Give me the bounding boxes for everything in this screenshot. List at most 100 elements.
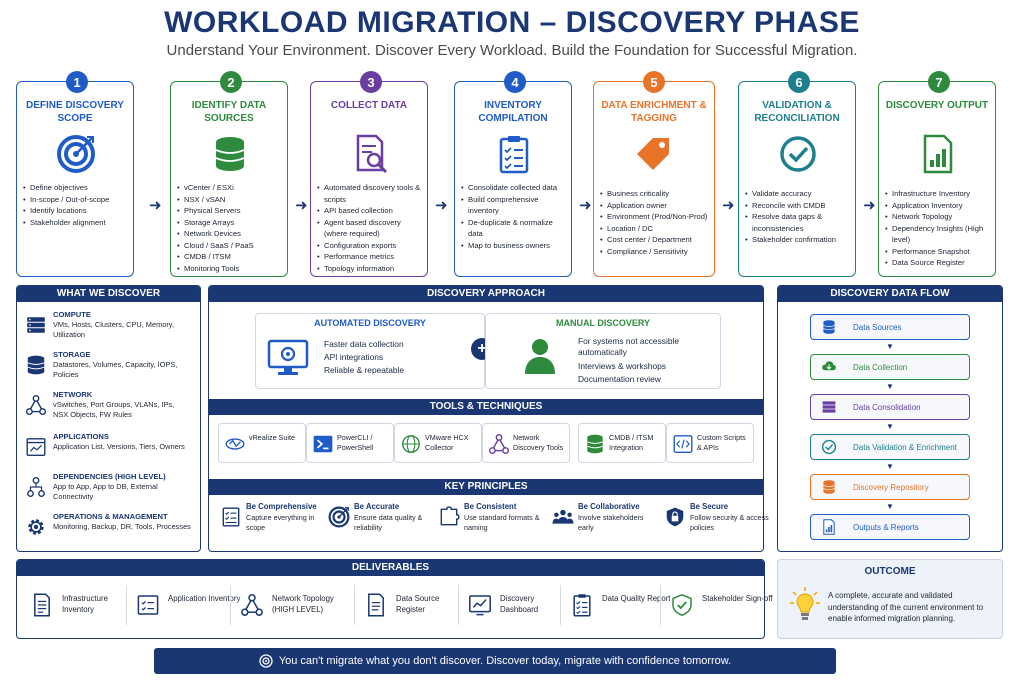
deliverable-item: Stakeholder Sign-off	[664, 585, 776, 629]
tool-label: CMDB / ITSM Integration	[609, 433, 654, 452]
principle-item: Be Secure Follow security & access polic…	[662, 498, 770, 546]
report-chart-icon	[821, 519, 837, 535]
principle-heading: Be Secure	[690, 502, 729, 511]
list-item: For systems not accessible automatically	[578, 336, 679, 357]
flow-step-label: Data Consolidation	[853, 402, 921, 412]
step-item: Agent based discovery (where required)	[317, 217, 425, 240]
step-item: Configuration exports	[317, 240, 425, 252]
flow-step-label: Discovery Repository	[853, 482, 929, 492]
database-icon	[584, 433, 606, 455]
automated-discovery-list: Faster data collection API integrations …	[324, 338, 404, 377]
step-items: Automated discovery tools & scriptsAPI b…	[317, 182, 425, 274]
hcx-icon	[400, 433, 422, 455]
discovery-data-flow-panel: DISCOVERY DATA FLOW Data Sources▼Data Co…	[777, 285, 1003, 552]
flow-arrow-icon: ➜	[149, 197, 162, 214]
step-card-6: 6 VALIDATION & RECONCILIATION Validate a…	[738, 71, 856, 277]
deliverable-item: Discovery Dashboard	[462, 585, 574, 629]
flow-step: Data Validation & Enrichment	[810, 434, 970, 460]
step-number: 2	[220, 71, 242, 93]
step-item: Validate accuracy	[745, 188, 853, 200]
tools-techniques-title: TOOLS & TECHNIQUES	[209, 399, 763, 415]
dependency-icon	[25, 476, 47, 498]
target-icon	[328, 506, 350, 528]
deliverable-item: Data Source Register	[358, 585, 470, 629]
discover-item: NETWORK vSwitches, Port Groups, VLANs, I…	[23, 390, 191, 430]
step-item: De-duplicate & normalize data	[461, 217, 569, 240]
tool-label: Network Discovery Tools	[513, 433, 564, 452]
tool-item: CMDB / ITSM Integration	[578, 423, 666, 463]
discover-item-desc: Monitoring, Backup, DR, Tools, Processes	[53, 522, 191, 531]
cloud-download-icon	[821, 359, 837, 375]
step-title: COLLECT DATA	[330, 100, 408, 111]
what-we-discover-panel: WHAT WE DISCOVER COMPUTE VMs, Hosts, Clu…	[16, 285, 201, 552]
deliverable-label: Stakeholder Sign-off	[702, 594, 773, 603]
step-title: IDENTIFY DATA SOURCES	[191, 100, 267, 124]
step-card-7: 7 DISCOVERY OUTPUT Infrastructure Invent…	[878, 71, 996, 277]
principle-desc: Capture everything in scope	[246, 513, 315, 532]
principle-desc: Follow security & access policies	[690, 513, 769, 532]
tool-label: Custom Scripts & APIs	[697, 433, 746, 452]
network-icon	[25, 394, 47, 416]
flow-arrow-icon: ➜	[295, 197, 308, 214]
network-icon	[240, 593, 264, 617]
document-icon	[364, 593, 388, 617]
list-item: Interviews & workshops	[578, 361, 666, 371]
server-stack-icon	[821, 399, 837, 415]
step-number: 4	[504, 71, 526, 93]
step-item: Resolve data gaps & inconsistencies	[745, 211, 853, 234]
step-item: Reconcile with CMDB	[745, 200, 853, 212]
step-item: Compliance / Sensitivity	[600, 246, 712, 258]
flow-arrow-icon: ➜	[579, 197, 592, 214]
step-card-3: 3 COLLECT DATA Automated discovery tools…	[310, 71, 428, 277]
checklist-icon	[220, 506, 242, 528]
monitor-gear-icon	[266, 338, 310, 378]
step-item: API based collection	[317, 205, 425, 217]
discover-item-heading: NETWORK	[53, 390, 93, 399]
manual-discovery-title: MANUAL DISCOVERY	[555, 318, 650, 328]
step-item: Application owner	[600, 200, 712, 212]
discover-item-heading: DEPENDENCIES (HIGH LEVEL)	[53, 472, 166, 481]
step-item: Identify locations	[23, 205, 131, 217]
principle-heading: Be Accurate	[354, 502, 400, 511]
dashboard-chart-icon	[468, 593, 492, 617]
shield-lock-icon	[664, 506, 686, 528]
step-items: Validate accuracyReconcile with CMDBReso…	[745, 188, 853, 246]
step-item: Performance Snapshot	[885, 246, 993, 258]
tool-item: Network Discovery Tools	[482, 423, 570, 463]
code-icon	[672, 433, 694, 455]
discover-item: DEPENDENCIES (HIGH LEVEL) App to App, Ap…	[23, 472, 191, 512]
step-item: Monitoring Tools	[177, 263, 285, 275]
data-flow-title: DISCOVERY DATA FLOW	[778, 286, 1002, 302]
automated-discovery-title: AUTOMATED DISCOVERY	[314, 318, 426, 328]
report-chart-icon	[918, 134, 958, 174]
step-item: Build comprehensive inventory	[461, 194, 569, 217]
principle-item: Be Collaborative Involve stakeholders ea…	[550, 498, 658, 546]
discovery-approach-panel: DISCOVERY APPROACH AUTOMATED DISCOVERY F…	[208, 285, 764, 552]
step-items: Consolidate collected dataBuild comprehe…	[461, 182, 569, 251]
manual-discovery-list: For systems not accessible automatically…	[578, 336, 714, 386]
list-item: Faster data collection	[324, 339, 404, 349]
flow-arrow-icon: ➜	[722, 197, 735, 214]
step-card-2: 2 IDENTIFY DATA SOURCES vCenter / ESXiNS…	[170, 71, 288, 277]
principle-desc: Ensure data quality & reliability	[354, 513, 423, 532]
footer-banner: You can't migrate what you don't discove…	[154, 648, 836, 674]
step-item: Environment (Prod/Non-Prod)	[600, 211, 712, 223]
discover-item: APPLICATIONS Application List, Versions,…	[23, 432, 191, 472]
step-card-1: 1 DEFINE DISCOVERY SCOPE Define objectiv…	[16, 71, 134, 277]
tag-icon	[633, 134, 673, 174]
discover-item-desc: VMs, Hosts, Clusters, CPU, Memory, Utili…	[53, 320, 175, 339]
divider	[660, 585, 661, 625]
step-item: Infrastructure Inventory	[885, 188, 993, 200]
target-icon	[259, 654, 273, 668]
tool-item: VMware HCX Collector	[394, 423, 482, 463]
flow-step: Discovery Repository	[810, 474, 970, 500]
page-title: WORKLOAD MIGRATION – DISCOVERY PHASE	[164, 6, 860, 39]
step-item: Network Topology	[885, 211, 993, 223]
deliverable-item: Data Quality Report	[564, 585, 676, 629]
step-item: Location / DC	[600, 223, 712, 235]
step-item: Consolidate collected data	[461, 182, 569, 194]
flow-arrow-icon: ➜	[435, 197, 448, 214]
application-list-icon	[136, 593, 160, 617]
database-icon	[210, 134, 250, 174]
step-title: INVENTORY COMPILATION	[478, 100, 548, 124]
